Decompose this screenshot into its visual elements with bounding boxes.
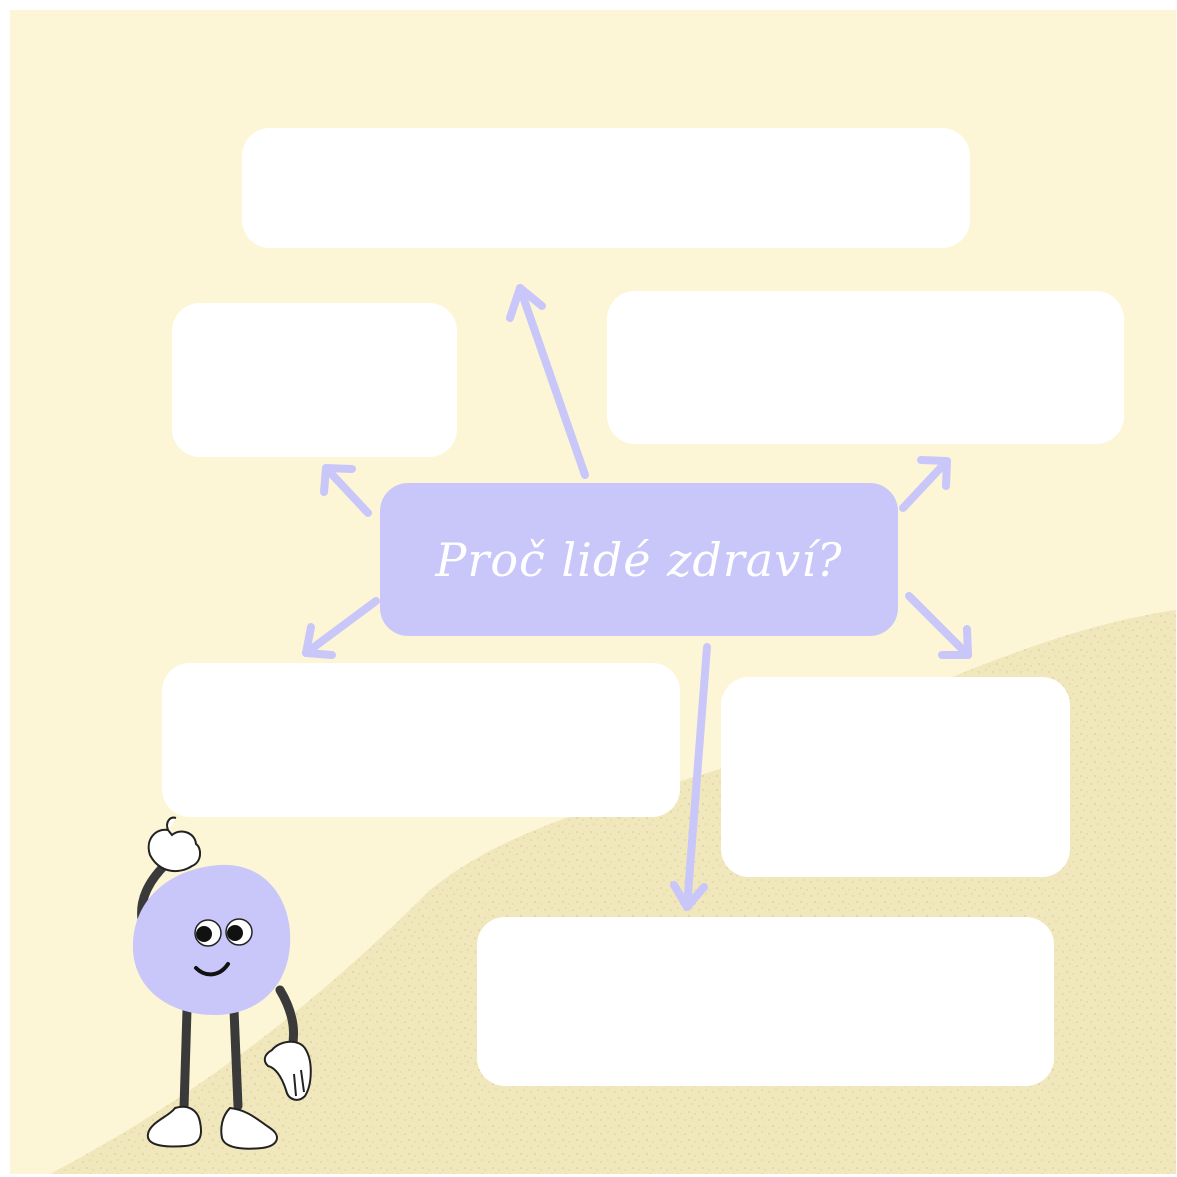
character-lower-glove (265, 1042, 311, 1100)
character-raised-glove (149, 818, 200, 871)
character-lower-arm (280, 990, 294, 1048)
character-legs (184, 1010, 238, 1108)
thinking-character-illustration (10, 10, 1176, 1174)
character-shoes (148, 1107, 277, 1149)
diagram-canvas: Proč lidé zdraví? (10, 10, 1176, 1174)
